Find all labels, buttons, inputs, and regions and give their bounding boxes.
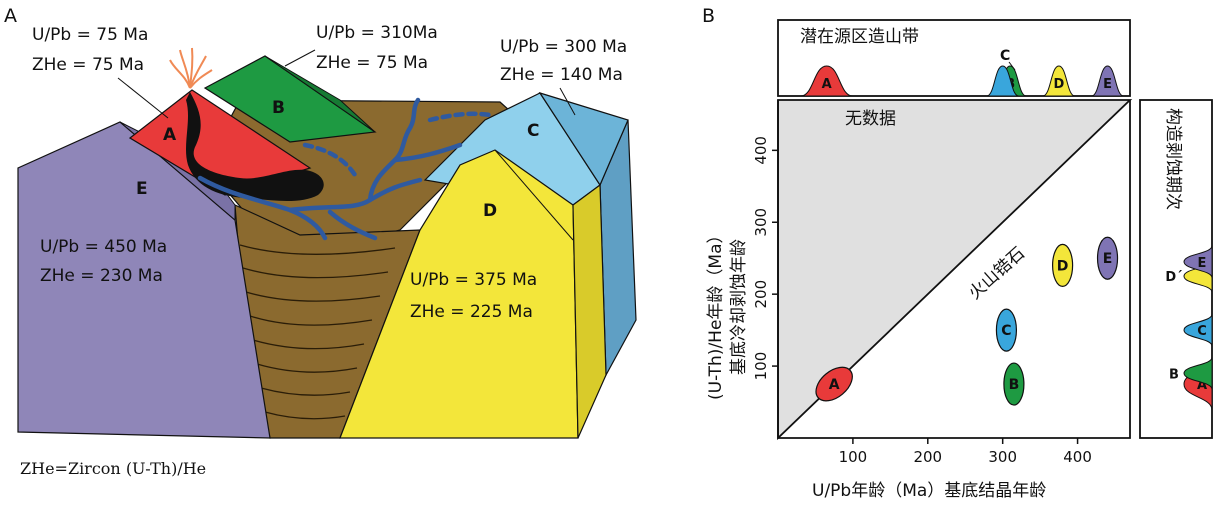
block-d-side <box>572 183 607 439</box>
data-point-label: D <box>1057 258 1069 274</box>
block-a-zhe: ZHe = 75 Ma <box>32 55 144 75</box>
y-ticks: 100 200 300 400 <box>752 136 778 380</box>
top-peak-label: D <box>1053 77 1064 92</box>
right-peaks: A B C D´ E <box>1165 245 1213 411</box>
no-data-label: 无数据 <box>845 109 896 129</box>
top-peak-c-label: C <box>1000 48 1010 64</box>
right-peak-label: E <box>1198 256 1207 271</box>
y-tick-label: 300 <box>752 208 770 237</box>
top-peak-label: A <box>822 77 832 92</box>
data-point-label: C <box>1001 323 1011 339</box>
right-peak <box>1183 313 1213 347</box>
block-c-upb: U/Pb = 300 Ma <box>500 37 627 57</box>
block-c-leader <box>559 87 576 116</box>
data-point-a: A <box>815 366 853 402</box>
data-point-marker <box>815 366 853 402</box>
top-peak-a <box>800 65 853 97</box>
y-tick-label: 400 <box>752 136 770 165</box>
block-d-zhe: ZHe = 225 Ma <box>410 302 533 322</box>
right-peak <box>1183 245 1213 278</box>
right-box-title: 构造剥蚀期次 <box>1163 108 1183 210</box>
data-point-marker <box>1003 362 1025 406</box>
strata-lines <box>239 244 396 420</box>
river-dashed <box>302 111 493 178</box>
main-plot: 100 200 300 400 100 200 300 400 A B C D E <box>752 99 1133 466</box>
top-peaks: ABDE <box>800 65 1124 97</box>
block-a-leader <box>117 77 169 119</box>
x-tick-label: 200 <box>913 448 942 466</box>
block-a <box>128 89 312 196</box>
data-point-label: A <box>829 377 840 393</box>
block-d-letter: D <box>483 201 497 221</box>
lava-flow <box>186 92 324 202</box>
x-tick-label: 100 <box>839 448 868 466</box>
river-network <box>197 97 463 241</box>
x-tick-label: 300 <box>988 448 1017 466</box>
data-point-marker <box>995 308 1018 352</box>
panel-a: A <box>4 5 637 478</box>
data-point-c: C <box>995 308 1018 352</box>
y-tick-label: 200 <box>752 280 770 309</box>
right-peak-label: C <box>1197 324 1207 339</box>
block-e-letter: E <box>136 179 148 199</box>
block-d-ridge <box>494 149 574 241</box>
footnote: ZHe=Zircon (U-Th)/He <box>20 459 206 478</box>
top-peak-d <box>1042 65 1076 97</box>
block-e-upb: U/Pb = 450 Ma <box>40 237 167 257</box>
block-a-upb: U/Pb = 75 Ma <box>32 25 148 45</box>
data-points: A B C D E <box>815 236 1119 406</box>
block-c-zhe: ZHe = 140 Ma <box>500 65 623 85</box>
x-tick-label: 400 <box>1063 448 1092 466</box>
data-point-marker <box>1051 243 1074 288</box>
top-peak-e <box>1091 65 1124 97</box>
data-point-label: E <box>1103 251 1113 267</box>
data-point-b: B <box>1003 362 1025 406</box>
block-c-side <box>538 91 629 187</box>
block-b-side <box>264 55 376 133</box>
block-a-letter: A <box>163 125 177 145</box>
volcano-plume-icon <box>169 47 213 89</box>
block-d-upb: U/Pb = 375 Ma <box>410 270 537 290</box>
diagonal-label: 火山锆石 <box>965 243 1029 303</box>
panel-b-label: B <box>702 5 715 27</box>
y-axis-label-1: (U-Th)/He年龄（Ma） <box>706 227 726 401</box>
top-box-title: 潜在源区造山带 <box>800 27 919 47</box>
data-point-d: D <box>1051 243 1074 288</box>
y-axis-label-2: 基底冷却剥蚀年龄 <box>729 239 749 375</box>
block-e-zhe: ZHe = 230 Ma <box>40 266 163 286</box>
block-b-letter: B <box>272 98 285 118</box>
block-b-zhe: ZHe = 75 Ma <box>316 53 428 73</box>
block-c-letter: C <box>527 121 539 141</box>
block-b-leader <box>284 49 316 67</box>
right-peak <box>1183 357 1213 390</box>
data-point-e: E <box>1096 236 1119 280</box>
right-peak-label: B <box>1169 367 1179 382</box>
data-point-marker <box>1096 236 1119 280</box>
top-peak-c-leader <box>1008 61 1016 71</box>
y-tick-label: 100 <box>752 352 770 381</box>
right-peak-label: A <box>1197 378 1207 393</box>
x-axis-label: U/Pb年龄（Ma）基底结晶年龄 <box>812 481 1046 501</box>
panel-b: B 潜在源区造山带 A B D E C 100 200 300 400 100 200 300 4… <box>702 5 1213 501</box>
panel-a-label: A <box>4 5 17 27</box>
top-peak-c <box>986 65 1019 97</box>
x-ticks: 100 200 300 400 <box>839 438 1092 466</box>
data-point-label: B <box>1009 377 1020 393</box>
top-peak-label: E <box>1103 77 1112 92</box>
right-peak-label: D´ <box>1165 270 1182 285</box>
plot-frame <box>777 100 1131 439</box>
block-b-upb: U/Pb = 310Ma <box>316 23 438 43</box>
